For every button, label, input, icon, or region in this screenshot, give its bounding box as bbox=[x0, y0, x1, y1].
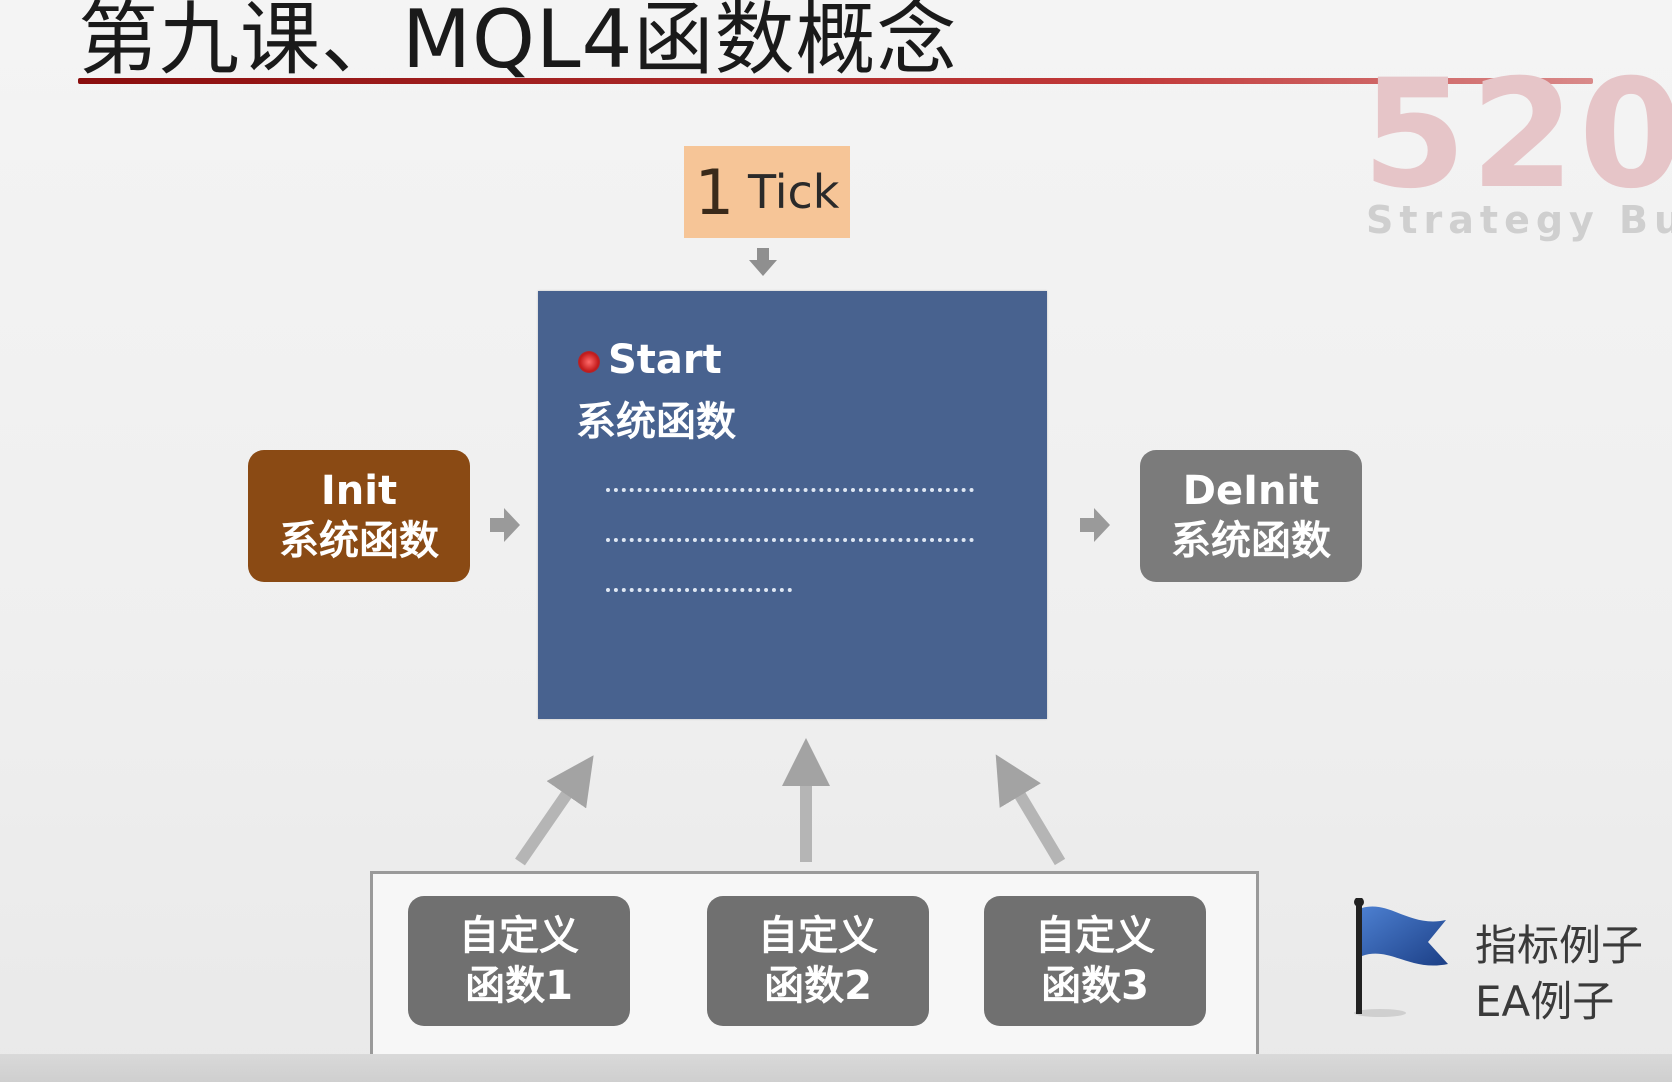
custom-function-name: 函数1 bbox=[465, 963, 573, 1009]
deinit-title: DeInit bbox=[1182, 468, 1320, 514]
custom-function-box-3: 自定义 函数3 bbox=[984, 896, 1206, 1026]
arrow-up-left-icon bbox=[515, 755, 594, 866]
indicator-example-link[interactable]: 指标例子 bbox=[1475, 921, 1644, 970]
tick-number: 1 bbox=[694, 155, 735, 229]
watermark-number: 520F bbox=[1362, 58, 1672, 222]
custom-function-label: 自定义 bbox=[459, 913, 579, 959]
custom-function-box-1: 自定义 函数1 bbox=[408, 896, 630, 1026]
custom-function-label: 自定义 bbox=[1035, 913, 1155, 959]
cursor-icon bbox=[578, 351, 600, 373]
tick-box: 1 Tick bbox=[684, 146, 850, 238]
ea-example-link[interactable]: EA例子 bbox=[1475, 977, 1615, 1026]
title-underline bbox=[78, 78, 1593, 84]
arrow-right-icon bbox=[1080, 508, 1110, 542]
arrow-up-right-icon bbox=[995, 754, 1066, 866]
deinit-function-box: DeInit 系统函数 bbox=[1140, 450, 1362, 582]
deinit-subtitle: 系统函数 bbox=[1171, 518, 1331, 564]
custom-function-name: 函数2 bbox=[764, 963, 872, 1009]
start-title: Start bbox=[608, 337, 722, 383]
code-placeholder-line bbox=[606, 588, 792, 592]
watermark-text: Strategy Bui bbox=[1366, 198, 1672, 242]
init-function-box: Init 系统函数 bbox=[248, 450, 470, 582]
custom-function-name: 函数3 bbox=[1041, 963, 1149, 1009]
custom-function-label: 自定义 bbox=[758, 913, 878, 959]
code-placeholder-line bbox=[606, 538, 974, 542]
custom-function-box-2: 自定义 函数2 bbox=[707, 896, 929, 1026]
slide-title: 第九课、MQL4函数概念 bbox=[78, 0, 958, 86]
start-subtitle: 系统函数 bbox=[576, 399, 736, 445]
code-placeholder-line bbox=[606, 488, 974, 492]
examples-links: 指标例子 EA例子 bbox=[1475, 918, 1643, 1030]
init-title: Init bbox=[320, 468, 398, 514]
bottom-bar bbox=[0, 1054, 1672, 1082]
init-subtitle: 系统函数 bbox=[279, 518, 439, 564]
flag-icon[interactable] bbox=[1350, 898, 1460, 1018]
start-function-box: Start 系统函数 bbox=[538, 291, 1047, 719]
arrow-right-icon bbox=[490, 508, 520, 542]
arrow-down-icon bbox=[749, 248, 777, 276]
watermark-logo: 520F Strategy Bui bbox=[1362, 58, 1672, 258]
tick-label: Tick bbox=[748, 165, 840, 219]
